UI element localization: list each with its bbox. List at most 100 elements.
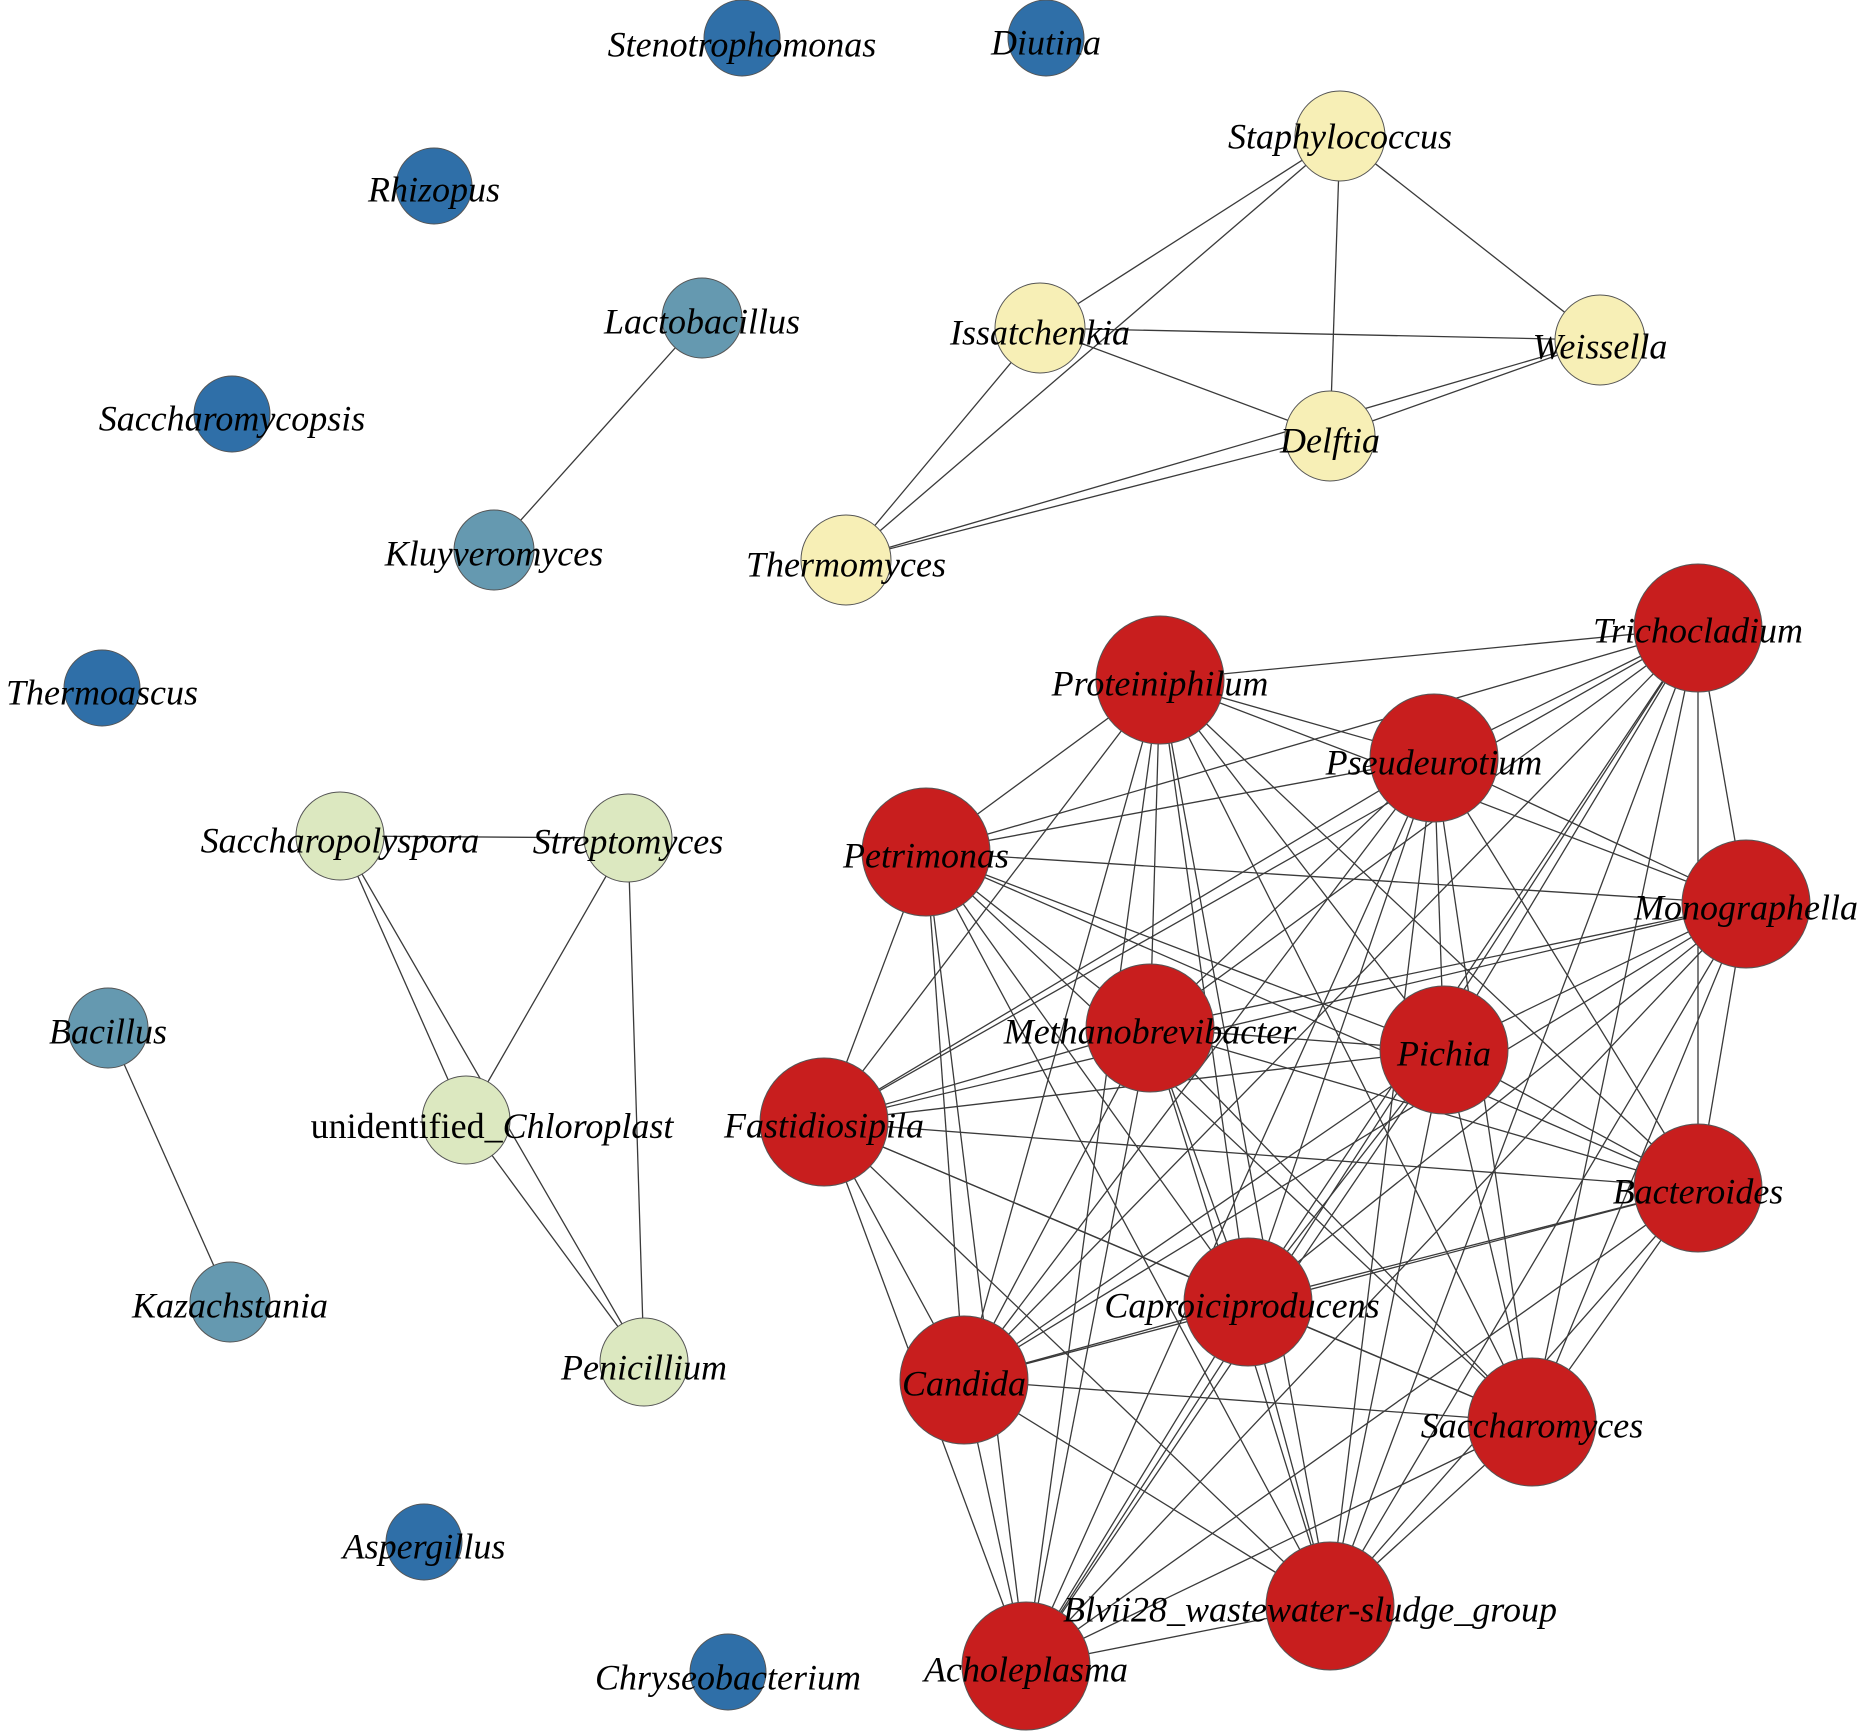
node-aspergillus bbox=[385, 1503, 463, 1581]
node-label-methanobrevibacter: Methanobrevibacter bbox=[1003, 1011, 1298, 1051]
edge-petrimonas-acholeplasma bbox=[925, 851, 1027, 1667]
node-bacillus bbox=[67, 987, 149, 1069]
node-chryseobacterium bbox=[689, 1633, 767, 1711]
edge-saccharopolyspora-streptomyces bbox=[339, 835, 629, 839]
node-label-genus: Chloroplast bbox=[503, 1106, 675, 1146]
node-saccharopolyspora bbox=[295, 791, 385, 881]
node-label-bacillus: Bacillus bbox=[49, 1011, 167, 1051]
node-blvii28-wastewater-sludge-group bbox=[1265, 1541, 1395, 1671]
edge-saccharopolyspora-unidentified-chloroplast bbox=[339, 835, 467, 1121]
node-thermomyces bbox=[800, 514, 892, 606]
edge-petrimonas-pichia bbox=[925, 851, 1445, 1051]
edge-staphylococcus-weissella bbox=[1339, 135, 1601, 341]
node-label-stenotrophomonas: Stenotrophomonas bbox=[608, 24, 877, 64]
edge-trichocladium-candida bbox=[963, 627, 1699, 1381]
node-label-diutina: Diutina bbox=[990, 22, 1101, 62]
node-fastidiosipila bbox=[759, 1057, 889, 1187]
edge-methanobrevibacter-saccharomyces bbox=[1149, 1027, 1533, 1423]
node-label-weissella: Weissella bbox=[1533, 326, 1668, 366]
node-label-proteiniphilum: Proteiniphilum bbox=[1051, 663, 1269, 703]
edge-streptomyces-unidentified-chloroplast bbox=[465, 837, 629, 1121]
node-saccharomyces bbox=[1467, 1357, 1597, 1487]
edge-monographella-caproiciproducens bbox=[1247, 903, 1747, 1303]
edge-proteiniphilum-saccharomyces bbox=[1159, 679, 1533, 1423]
node-pichia bbox=[1379, 985, 1509, 1115]
node-label-blvii28-wastewater-sludge-group: Blvii28_wastewater-sludge_group bbox=[1063, 1589, 1557, 1629]
node-label-rhizopus: Rhizopus bbox=[367, 169, 500, 209]
edge-trichocladium-blvii28-wastewater-sludge-group bbox=[1329, 627, 1699, 1607]
edge-pseudeurotium-caproiciproducens bbox=[1247, 757, 1435, 1303]
edge-candida-saccharomyces bbox=[963, 1379, 1533, 1423]
edge-petrimonas-candida bbox=[925, 851, 965, 1381]
edge-trichocladium-acholeplasma bbox=[1025, 627, 1699, 1667]
edge-caproiciproducens-acholeplasma bbox=[1025, 1301, 1249, 1667]
edge-trichocladium-caproiciproducens bbox=[1247, 627, 1699, 1303]
edge-trichocladium-methanobrevibacter bbox=[1149, 627, 1699, 1029]
edge-weissella-thermomyces bbox=[845, 339, 1601, 561]
edge-proteiniphilum-bacteroides bbox=[1159, 679, 1699, 1189]
node-label-caproiciproducens: Caproiciproducens bbox=[1104, 1285, 1379, 1325]
node-layer bbox=[63, 0, 1811, 1731]
edge-monographella-methanobrevibacter bbox=[1149, 903, 1747, 1029]
node-proteiniphilum bbox=[1095, 615, 1225, 745]
node-label-petrimonas: Petrimonas bbox=[842, 835, 1009, 875]
node-methanobrevibacter bbox=[1085, 963, 1215, 1093]
edge-proteiniphilum-pichia bbox=[1159, 679, 1445, 1051]
node-kazachstania bbox=[189, 1261, 271, 1343]
node-penicillium bbox=[599, 1317, 689, 1407]
node-label-chryseobacterium: Chryseobacterium bbox=[595, 1657, 861, 1697]
node-trichocladium bbox=[1633, 563, 1763, 693]
node-petrimonas bbox=[861, 787, 991, 917]
node-label-prefix: unidentified_ bbox=[311, 1106, 504, 1146]
node-label-acholeplasma: Acholeplasma bbox=[922, 1649, 1128, 1689]
node-candida bbox=[899, 1315, 1029, 1445]
node-label-kluyveromyces: Kluyveromyces bbox=[384, 533, 604, 573]
node-label-bacteroides: Bacteroides bbox=[1613, 1171, 1784, 1211]
edge-candida-blvii28-wastewater-sludge-group bbox=[963, 1379, 1331, 1607]
edge-petrimonas-monographella bbox=[925, 851, 1747, 905]
node-unidentified-chloroplast bbox=[421, 1075, 511, 1165]
node-diutina bbox=[1007, 0, 1085, 77]
edge-trichocladium-petrimonas bbox=[925, 627, 1699, 853]
node-thermoascus bbox=[63, 649, 141, 727]
node-delftia bbox=[1284, 390, 1376, 482]
node-weissella bbox=[1554, 294, 1646, 386]
node-label-unidentified-chloroplast: unidentified_Chloroplast bbox=[311, 1106, 675, 1146]
node-kluyveromyces bbox=[453, 509, 535, 591]
node-label-saccharomyces: Saccharomyces bbox=[1421, 1405, 1644, 1445]
edge-pichia-candida bbox=[963, 1049, 1445, 1381]
edge-proteiniphilum-acholeplasma bbox=[1025, 679, 1161, 1667]
node-monographella bbox=[1681, 839, 1811, 969]
edge-issatchenkia-weissella bbox=[1039, 327, 1601, 341]
edge-methanobrevibacter-candida bbox=[963, 1027, 1151, 1381]
edge-pseudeurotium-bacteroides bbox=[1433, 757, 1699, 1189]
edge-monographella-candida bbox=[963, 903, 1747, 1381]
node-label-kazachstania: Kazachstania bbox=[131, 1285, 328, 1325]
edge-pichia-blvii28-wastewater-sludge-group bbox=[1329, 1049, 1445, 1607]
edge-fastidiosipila-bacteroides bbox=[823, 1121, 1699, 1189]
node-label-delftia: Delftia bbox=[1279, 420, 1380, 460]
edge-proteiniphilum-blvii28-wastewater-sludge-group bbox=[1159, 679, 1331, 1607]
node-label-streptomyces: Streptomyces bbox=[533, 821, 724, 861]
edge-pseudeurotium-petrimonas bbox=[925, 757, 1435, 853]
node-lactobacillus bbox=[661, 277, 743, 359]
node-caproiciproducens bbox=[1183, 1237, 1313, 1367]
node-issatchenkia bbox=[994, 282, 1086, 374]
node-label-pseudeurotium: Pseudeurotium bbox=[1325, 742, 1543, 782]
node-pseudeurotium bbox=[1369, 693, 1499, 823]
node-label-lactobacillus: Lactobacillus bbox=[603, 301, 800, 341]
edge-trichocladium-fastidiosipila bbox=[823, 627, 1699, 1123]
edge-layer bbox=[107, 135, 1747, 1667]
node-label-pichia: Pichia bbox=[1396, 1033, 1491, 1073]
edge-proteiniphilum-fastidiosipila bbox=[823, 679, 1161, 1123]
node-label-issatchenkia: Issatchenkia bbox=[949, 312, 1130, 352]
edge-petrimonas-blvii28-wastewater-sludge-group bbox=[925, 851, 1331, 1607]
edge-saccharomyces-acholeplasma bbox=[1025, 1421, 1533, 1667]
edge-fastidiosipila-blvii28-wastewater-sludge-group bbox=[823, 1121, 1331, 1607]
node-acholeplasma bbox=[961, 1601, 1091, 1731]
edge-petrimonas-caproiciproducens bbox=[925, 851, 1249, 1303]
node-label-thermoascus: Thermoascus bbox=[6, 672, 198, 712]
edge-monographella-blvii28-wastewater-sludge-group bbox=[1329, 903, 1747, 1607]
node-saccharomycopsis bbox=[193, 375, 271, 453]
